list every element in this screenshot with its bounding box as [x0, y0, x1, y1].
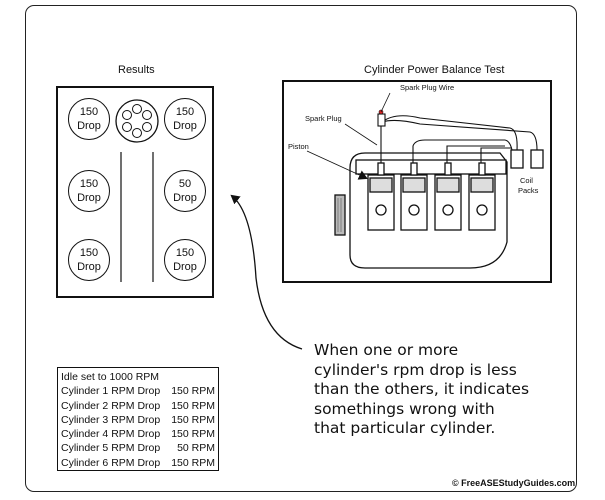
label-spark-plug: Spark Plug [305, 114, 342, 123]
row-value: 50 RPM [177, 442, 215, 455]
cylinder-unit: Drop [77, 120, 101, 132]
label-spark-plug-wire: Spark Plug Wire [400, 83, 455, 92]
explanation-note: When one or more cylinder's rpm drop is … [314, 341, 574, 439]
cylinder-value: 150 [175, 247, 195, 259]
row-value: 150 RPM [171, 399, 215, 412]
label-packs: Packs [518, 186, 539, 195]
note-line: than the others, it indicates [314, 380, 530, 398]
disconnected-plug-wire-icon [377, 113, 386, 127]
idle-setting-text: Idle set to 1000 RPM [61, 371, 160, 383]
table-row: Cylinder 1 RPM Drop 150 RPM [61, 384, 215, 398]
row-label: Cylinder 3 RPM Drop [61, 413, 161, 426]
cylinder-5-result: 150 Drop [68, 239, 110, 281]
cylinder-value: 150 [79, 106, 99, 118]
cylinder-2-result: 150 Drop [164, 98, 206, 140]
table-row: Cylinder 5 RPM Drop 50 RPM [61, 441, 215, 455]
cylinder-value: 150 [79, 247, 99, 259]
results-panel: 150 Drop 150 Drop 150 Drop 50 Drop 150 D… [56, 86, 214, 298]
label-piston: Piston [288, 142, 309, 151]
table-header: Idle set to 1000 RPM [61, 370, 215, 384]
row-label: Cylinder 2 RPM Drop [61, 399, 161, 412]
cylinder-value: 150 [79, 178, 99, 190]
cylinder-value: 150 [175, 106, 195, 118]
row-label: Cylinder 4 RPM Drop [61, 428, 161, 441]
table-row: Cylinder 6 RPM Drop 150 RPM [61, 456, 215, 470]
cylinder-unit: Drop [77, 192, 101, 204]
note-line: When one or more [314, 341, 459, 359]
leader-arrow [306, 150, 368, 180]
cylinder-value: 50 [178, 178, 192, 190]
table-row: Cylinder 4 RPM Drop 150 RPM [61, 427, 215, 441]
cylinder-unit: Drop [173, 120, 197, 132]
note-line: somethings wrong with [314, 399, 495, 418]
table-row: Cylinder 2 RPM Drop 150 RPM [61, 399, 215, 413]
row-value: 150 RPM [171, 456, 215, 469]
cylinder-6-result: 150 Drop [164, 239, 206, 281]
power-balance-test-panel [282, 80, 552, 283]
row-value: 150 RPM [171, 385, 215, 398]
cylinder-unit: Drop [173, 261, 197, 273]
cylinder-unit: Drop [77, 261, 101, 273]
distributor-cap-icon [115, 99, 159, 143]
cylinder-3-result: 150 Drop [68, 170, 110, 212]
cylinder-4-result: 50 Drop [164, 170, 206, 212]
label-coil: Coil [520, 176, 533, 185]
power-balance-test-title: Cylinder Power Balance Test [364, 64, 505, 76]
engine-drawing [334, 149, 544, 269]
note-line: cylinder's rpm drop is less [314, 360, 517, 379]
leader-line [380, 92, 391, 113]
row-label: Cylinder 5 RPM Drop [61, 442, 161, 455]
pointer-arrow [230, 194, 303, 350]
leader-line [344, 123, 378, 146]
rpm-drop-table: Idle set to 1000 RPM Cylinder 1 RPM Drop… [57, 367, 219, 471]
row-label: Cylinder 1 RPM Drop [61, 385, 161, 398]
results-title: Results [118, 64, 155, 76]
cylinder-1-result: 150 Drop [68, 98, 110, 140]
spark-plug-wires [380, 115, 538, 163]
row-value: 150 RPM [171, 428, 215, 441]
note-line: that particular cylinder. [314, 419, 496, 437]
row-value: 150 RPM [171, 413, 215, 426]
table-row: Cylinder 3 RPM Drop 150 RPM [61, 413, 215, 427]
copyright-text: © FreeASEStudyGuides.com [452, 478, 576, 488]
cylinder-unit: Drop [173, 192, 197, 204]
figure-frame [25, 5, 577, 492]
row-label: Cylinder 6 RPM Drop [61, 456, 161, 469]
